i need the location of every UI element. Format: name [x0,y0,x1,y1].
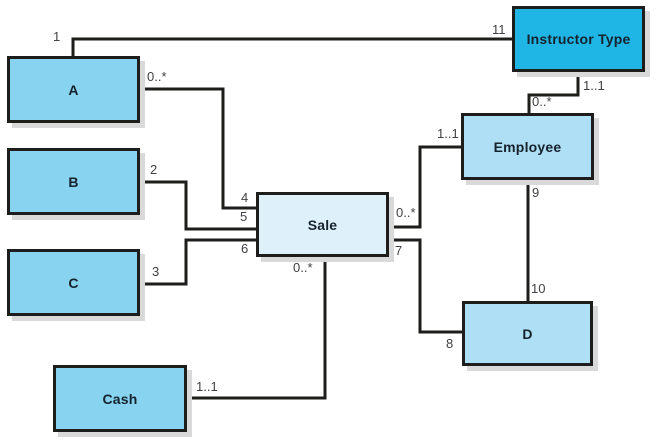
edge-label-7: 7 [395,243,403,258]
entity-d: D [462,301,593,366]
edge-label-10: 10 [531,281,546,296]
edge-label-9: 9 [532,185,540,200]
entity-cash-label: Cash [102,390,138,407]
entity-sale: Sale [256,192,389,257]
entity-d-label: D [522,325,533,342]
connector-sale-cash [187,256,327,400]
edge-label-instructor-type-multiplicity: 1..1 [583,78,605,93]
entity-a-label: A [68,81,79,98]
entity-employee-label: Employee [493,138,562,155]
edge-label-1: 1 [53,29,61,44]
edge-label-5: 5 [240,209,248,224]
connector-a-sale [140,87,257,210]
edge-label-6: 6 [241,241,249,256]
edge-label-employee-top-multiplicity: 0..* [532,94,552,109]
connector-sale-d [388,238,463,334]
connector-c-sale [140,238,257,286]
entity-c-label: C [68,274,79,291]
edge-label-3: 3 [152,264,160,279]
edge-label-2: 2 [150,162,158,177]
edge-label-8: 8 [446,336,454,351]
entity-a: A [7,56,140,123]
edge-label-11: 11 [492,22,506,37]
entity-b-label: B [68,173,79,190]
edge-label-cash-multiplicity: 1..1 [196,379,218,394]
edge-label-a-multiplicity: 0..* [147,69,167,84]
connector-sale-employee [388,145,462,229]
entity-employee: Employee [461,113,594,180]
connector-a-instructor-type [71,37,512,56]
edge-label-4: 4 [241,190,249,205]
entity-b: B [7,148,140,215]
edge-label-employee-multiplicity: 1..1 [437,126,459,141]
edge-label-sale-employee-multiplicity: 0..* [396,205,416,220]
entity-sale-label: Sale [307,216,338,233]
entity-cash: Cash [53,365,187,432]
connector-instructor-type-employee [527,71,580,114]
entity-instructor-type: Instructor Type [512,6,645,72]
entity-c: C [7,249,140,316]
entity-instructor-type-label: Instructor Type [526,31,631,47]
connector-b-sale [140,180,257,231]
edge-label-sale-cash-multiplicity: 0..* [293,260,313,275]
